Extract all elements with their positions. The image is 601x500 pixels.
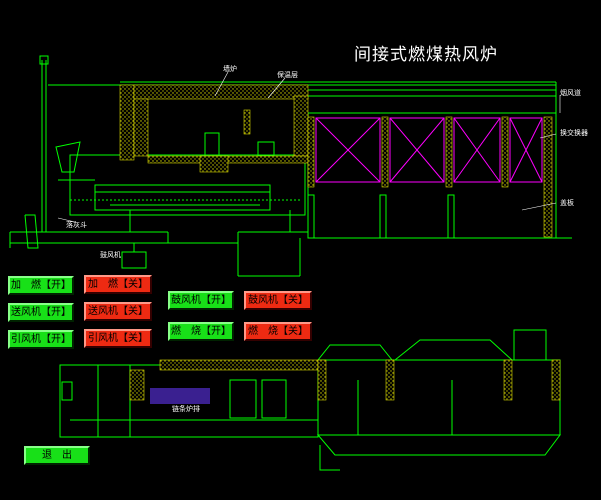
feed-off-button[interactable]: 加 燃【关】 (84, 275, 152, 294)
burn-on-button[interactable]: 燃 烧【开】 (168, 322, 234, 341)
burn-off-button[interactable]: 燃 烧【关】 (244, 322, 312, 341)
label-insulation: 保温层 (277, 71, 298, 79)
feed-on-button[interactable]: 加 燃【开】 (8, 276, 74, 295)
label-body: 盖板 (560, 199, 574, 207)
exit-button[interactable]: 退 出 (24, 446, 90, 465)
induced-fan-on-button[interactable]: 引风机【开】 (8, 330, 74, 349)
blower-on-button[interactable]: 鼓风机【开】 (168, 291, 234, 310)
blower-off-button[interactable]: 鼓风机【关】 (244, 291, 312, 310)
page-title: 间接式燃煤热风炉 (354, 45, 498, 65)
label-ash-hopper: 落灰斗 (66, 221, 87, 229)
supply-fan-on-button[interactable]: 送风机【开】 (8, 303, 74, 322)
label-furnace: 墙炉 (223, 65, 237, 73)
label-blower: 鼓风机 (100, 251, 121, 259)
label-flue: 烟风道 (560, 89, 581, 97)
supply-fan-off-button[interactable]: 送风机【关】 (84, 302, 152, 321)
label-heat-exchanger: 换交换器 (560, 129, 588, 137)
induced-fan-off-button[interactable]: 引风机【关】 (84, 329, 152, 348)
label-chain-grate: 链条炉排 (172, 405, 200, 413)
